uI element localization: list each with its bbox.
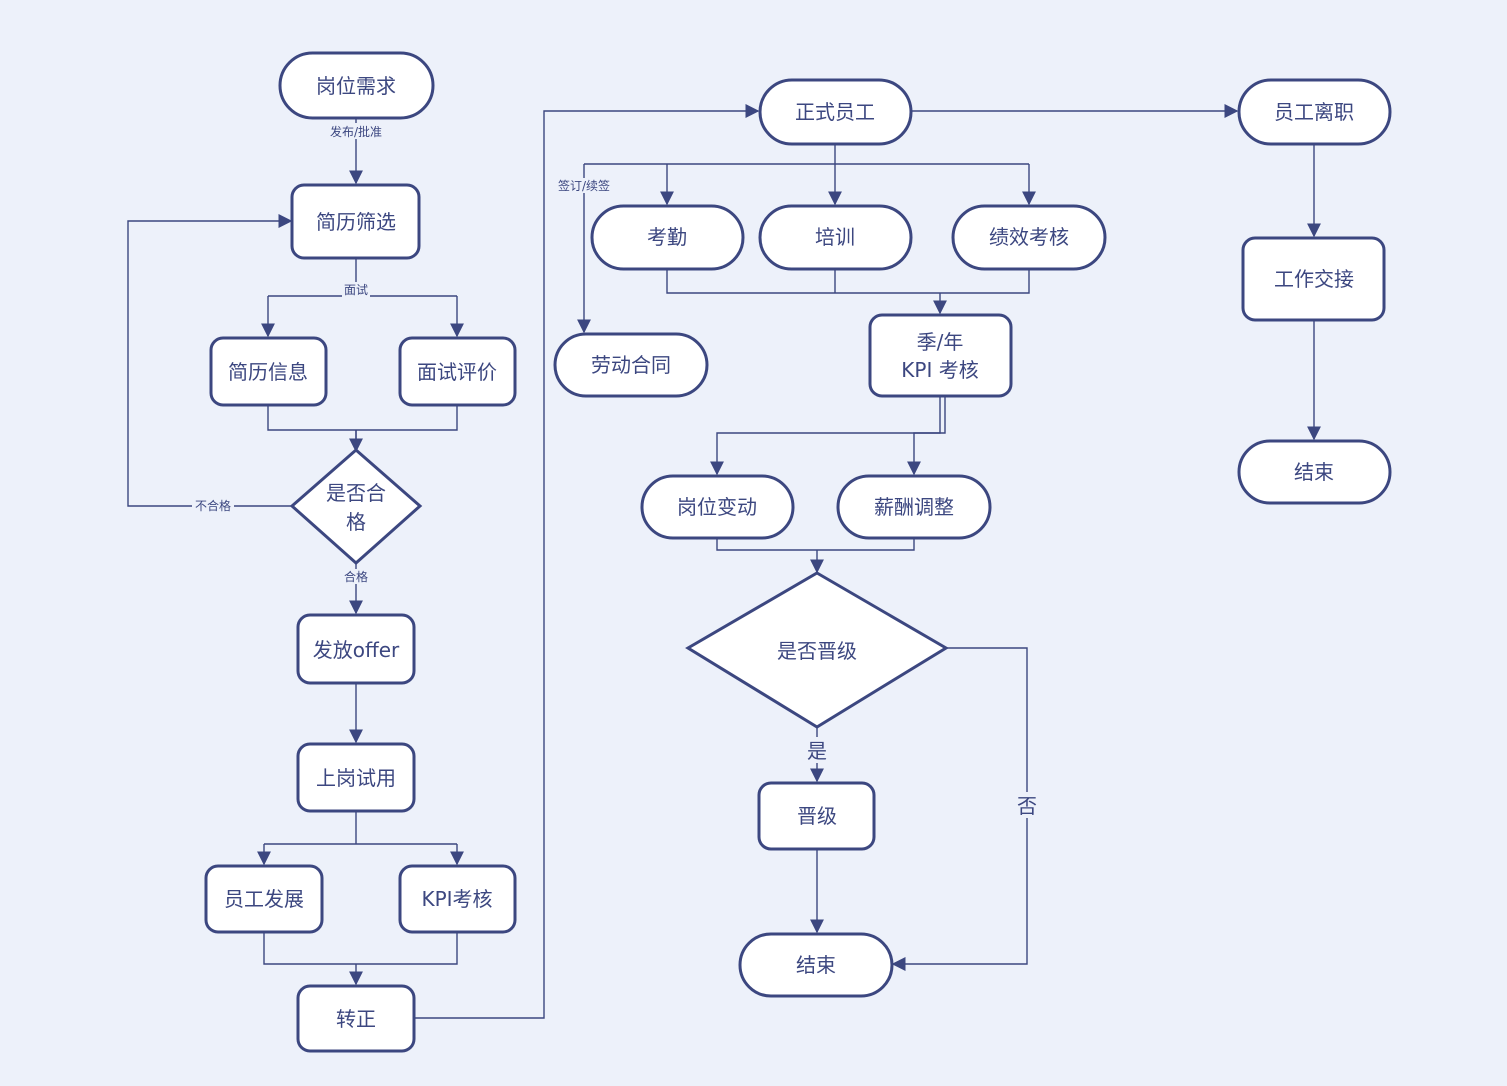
label-mianshi: 面试: [344, 282, 368, 297]
node-jinji: 晋级: [757, 781, 876, 851]
node-yuangong-fazhan: 员工发展: [204, 864, 324, 934]
svg-text:转正: 转正: [336, 1007, 376, 1031]
svg-text:结束: 结束: [1294, 460, 1334, 484]
node-yuangong-lizhi: 员工离职: [1237, 78, 1392, 146]
node-shanggang-shiyong: 上岗试用: [296, 742, 416, 813]
edge-fou: [891, 647, 1028, 971]
edge-kpi-split-a: [710, 396, 941, 476]
node-xinchou-tiaozheng: 薪酬调整: [836, 474, 992, 540]
node-fafang-offer: 发放offer: [296, 613, 416, 685]
svg-text:正式员工: 正式员工: [795, 100, 875, 124]
node-ji-nian-kpi: 季/年 KPI 考核: [868, 313, 1013, 398]
edge-merge-jinji: [716, 538, 915, 572]
edge-kpi-split-b: [907, 396, 946, 476]
svg-text:培训: 培训: [815, 225, 855, 249]
edge-merge-zhuanzheng: [263, 932, 458, 984]
svg-text:薪酬调整: 薪酬调整: [874, 495, 954, 519]
node-mianshi-pingjia: 面试评价: [398, 336, 517, 407]
svg-text:岗位变动: 岗位变动: [677, 495, 757, 519]
node-jixiao-kaohe: 绩效考核: [951, 204, 1107, 271]
node-shifou-jinji: 是否晋级: [685, 571, 949, 729]
edge-shiyong-split: [264, 811, 457, 845]
svg-text:员工发展: 员工发展: [224, 887, 304, 911]
svg-text:工作交接: 工作交接: [1274, 267, 1354, 291]
edge-zhuanzheng-zhengshi: [414, 104, 760, 1019]
label-fou: 否: [1017, 794, 1037, 818]
node-jianli-xinxi: 简历信息: [209, 336, 328, 407]
svg-text:劳动合同: 劳动合同: [591, 353, 671, 377]
edge-labels: 发布/批准 面试 不合格 合格 签订/续签 是 否: [192, 123, 1040, 818]
node-zhengshi-yuangong: 正式员工: [758, 78, 913, 146]
node-kaoqin: 考勤: [590, 204, 745, 271]
svg-text:晋级: 晋级: [797, 804, 837, 828]
svg-text:结束: 结束: [796, 953, 836, 977]
node-gongzuo-jiaojie: 工作交接: [1241, 236, 1386, 322]
svg-text:季/年: 季/年: [917, 330, 964, 354]
svg-text:是否合: 是否合: [326, 481, 386, 505]
svg-text:是否晋级: 是否晋级: [777, 639, 857, 663]
label-qianding-xuqian: 签订/续签: [558, 178, 610, 193]
svg-text:上岗试用: 上岗试用: [316, 766, 396, 790]
node-laodong-hetong: 劳动合同: [553, 332, 709, 398]
svg-text:绩效考核: 绩效考核: [989, 225, 1069, 249]
svg-text:岗位需求: 岗位需求: [316, 74, 396, 98]
node-peixun: 培训: [758, 204, 913, 271]
node-shifou-hege: 是否合 格: [289, 448, 423, 566]
label-shi: 是: [807, 739, 827, 763]
label-hege: 合格: [344, 569, 368, 584]
node-gangwei-biandong: 岗位变动: [640, 474, 795, 540]
node-jianli-shaixuan: 简历筛选: [290, 183, 421, 260]
svg-text:面试评价: 面试评价: [417, 360, 497, 384]
svg-text:KPI 考核: KPI 考核: [901, 358, 978, 382]
label-bu-hege: 不合格: [195, 498, 231, 513]
svg-text:员工离职: 员工离职: [1274, 100, 1354, 124]
svg-text:考勤: 考勤: [647, 225, 687, 249]
svg-text:格: 格: [346, 510, 366, 534]
node-kpi-kaohe-1: KPI考核: [398, 864, 517, 934]
svg-text:KPI考核: KPI考核: [421, 887, 492, 911]
label-fabu-pizhun: 发布/批准: [330, 124, 382, 139]
edge-merge-kpi: [666, 269, 1030, 313]
node-jieshu-1: 结束: [738, 932, 894, 998]
edge-merge-to-hege: [267, 405, 458, 450]
svg-text:简历筛选: 简历筛选: [316, 210, 396, 234]
node-gangwei-xuqiu: 岗位需求: [278, 51, 435, 120]
edge-zhengshi-split: [584, 144, 1029, 165]
node-zhuanzheng: 转正: [296, 984, 416, 1053]
node-jieshu-2: 结束: [1237, 439, 1392, 505]
svg-text:发放offer: 发放offer: [313, 638, 400, 662]
svg-text:简历信息: 简历信息: [228, 360, 308, 384]
